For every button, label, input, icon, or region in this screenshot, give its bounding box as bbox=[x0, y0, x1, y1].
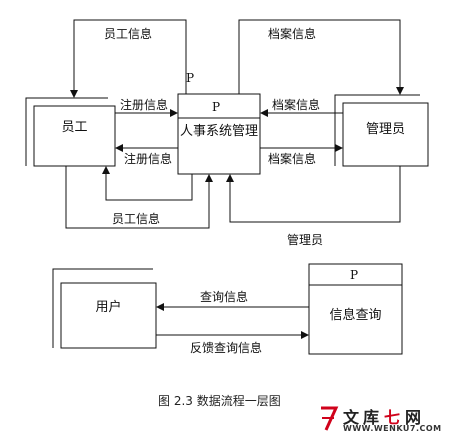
manager-entity bbox=[334, 94, 429, 167]
flow-label-manager-bottom: 管理员 bbox=[287, 233, 324, 247]
watermark-char-wang: 网 bbox=[405, 408, 422, 427]
flow-label-query-info: 查询信息 bbox=[200, 290, 249, 304]
watermark-char-wen: 文 bbox=[343, 408, 360, 427]
info-query-process bbox=[308, 263, 403, 355]
process-tag-above: P bbox=[186, 71, 195, 85]
flow-emp-info-bottom bbox=[65, 166, 213, 229]
watermark-char-seven: 七 bbox=[384, 408, 401, 427]
employee-entity bbox=[25, 97, 116, 167]
hr-system-process bbox=[177, 93, 261, 175]
watermark-url: WWW.WENKU7.COM bbox=[343, 424, 442, 433]
flow-label-emp-info-top: 员工信息 bbox=[104, 27, 153, 41]
figure-caption: 图 2.3 数据流程一层图 bbox=[158, 394, 281, 408]
info-query-process-name: 信息查询 bbox=[329, 308, 382, 323]
flow-manager-bottom bbox=[226, 166, 401, 223]
flow-label-register-info-left: 注册信息 bbox=[124, 152, 173, 166]
watermark-char-ku: 库 bbox=[363, 408, 380, 427]
info-query-process-tag: P bbox=[350, 268, 359, 282]
employee-entity-label: 员工 bbox=[61, 120, 88, 135]
flow-label-feedback-info: 反馈查询信息 bbox=[190, 341, 263, 355]
flow-archive-info-top bbox=[238, 19, 404, 95]
flow-label-emp-info-bottom: 员工信息 bbox=[112, 212, 161, 226]
flow-label-archive-info-left: 档案信息 bbox=[272, 98, 321, 112]
user-entity bbox=[52, 268, 157, 349]
flow-emp-info-top bbox=[70, 19, 187, 98]
hr-process-tag: P bbox=[212, 100, 221, 114]
watermark-logo bbox=[321, 406, 339, 431]
user-entity-label: 用户 bbox=[95, 300, 122, 315]
flow-label-archive-info-top: 档案信息 bbox=[268, 27, 317, 41]
hr-process-name: 人事系统管理 bbox=[179, 124, 258, 139]
flow-process-to-employee bbox=[102, 166, 193, 201]
flow-label-archive-info-right: 档案信息 bbox=[268, 152, 317, 166]
flow-label-register-info-right: 注册信息 bbox=[120, 98, 169, 112]
manager-entity-label: 管理员 bbox=[365, 122, 405, 137]
